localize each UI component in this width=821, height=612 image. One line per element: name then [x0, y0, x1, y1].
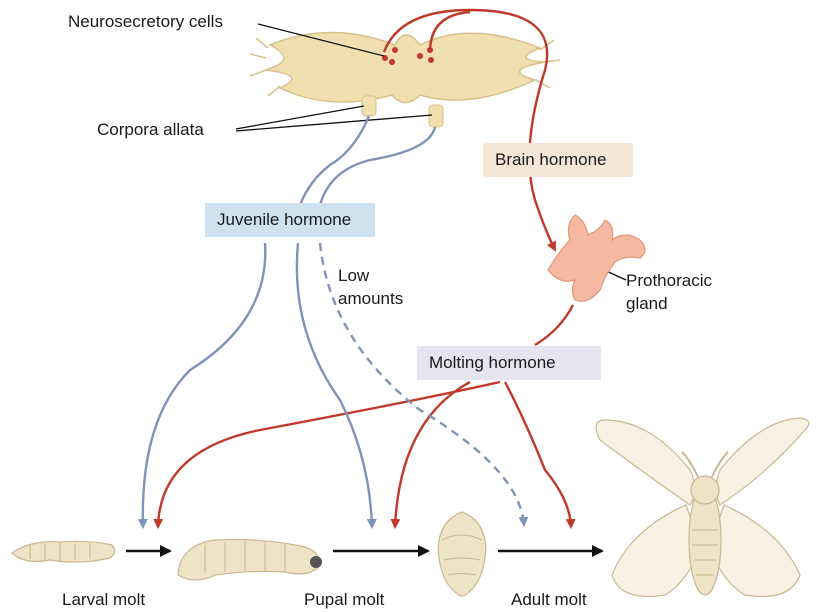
- low-amounts-label-line1: Low: [338, 266, 369, 286]
- juvenile-hormone-pathway: [143, 116, 524, 527]
- pupa: [438, 512, 486, 596]
- larva-small: [12, 541, 115, 562]
- corpus-allatum-left: [362, 96, 376, 116]
- molting-hormone-box: Molting hormone: [417, 346, 601, 380]
- pupal-molt-label: Pupal molt: [304, 590, 384, 610]
- neurosecretory-cell: [392, 47, 398, 53]
- larva-large: [178, 540, 322, 580]
- adult-moth: [596, 418, 809, 596]
- adult-molt-label: Adult molt: [511, 590, 587, 610]
- brain-hormone-box: Brain hormone: [483, 143, 633, 177]
- prothoracic-gland-label-line1: Prothoracic: [626, 271, 712, 291]
- brain-illustration: [250, 33, 560, 103]
- corpus-allatum-right: [429, 105, 443, 127]
- juvenile-hormone-box: Juvenile hormone: [205, 203, 375, 237]
- neurosecretory-cells-label: Neurosecretory cells: [68, 12, 223, 32]
- neurosecretory-cell: [389, 59, 395, 65]
- corpora-allata-label: Corpora allata: [97, 120, 204, 140]
- prothoracic-gland-label-line2: gland: [626, 294, 668, 314]
- molting-hormone-pathway: [158, 305, 573, 527]
- larval-molt-label: Larval molt: [62, 590, 145, 610]
- low-amounts-label-line2: amounts: [338, 289, 403, 309]
- neurosecretory-cell: [417, 53, 423, 59]
- neurosecretory-cell: [428, 57, 434, 63]
